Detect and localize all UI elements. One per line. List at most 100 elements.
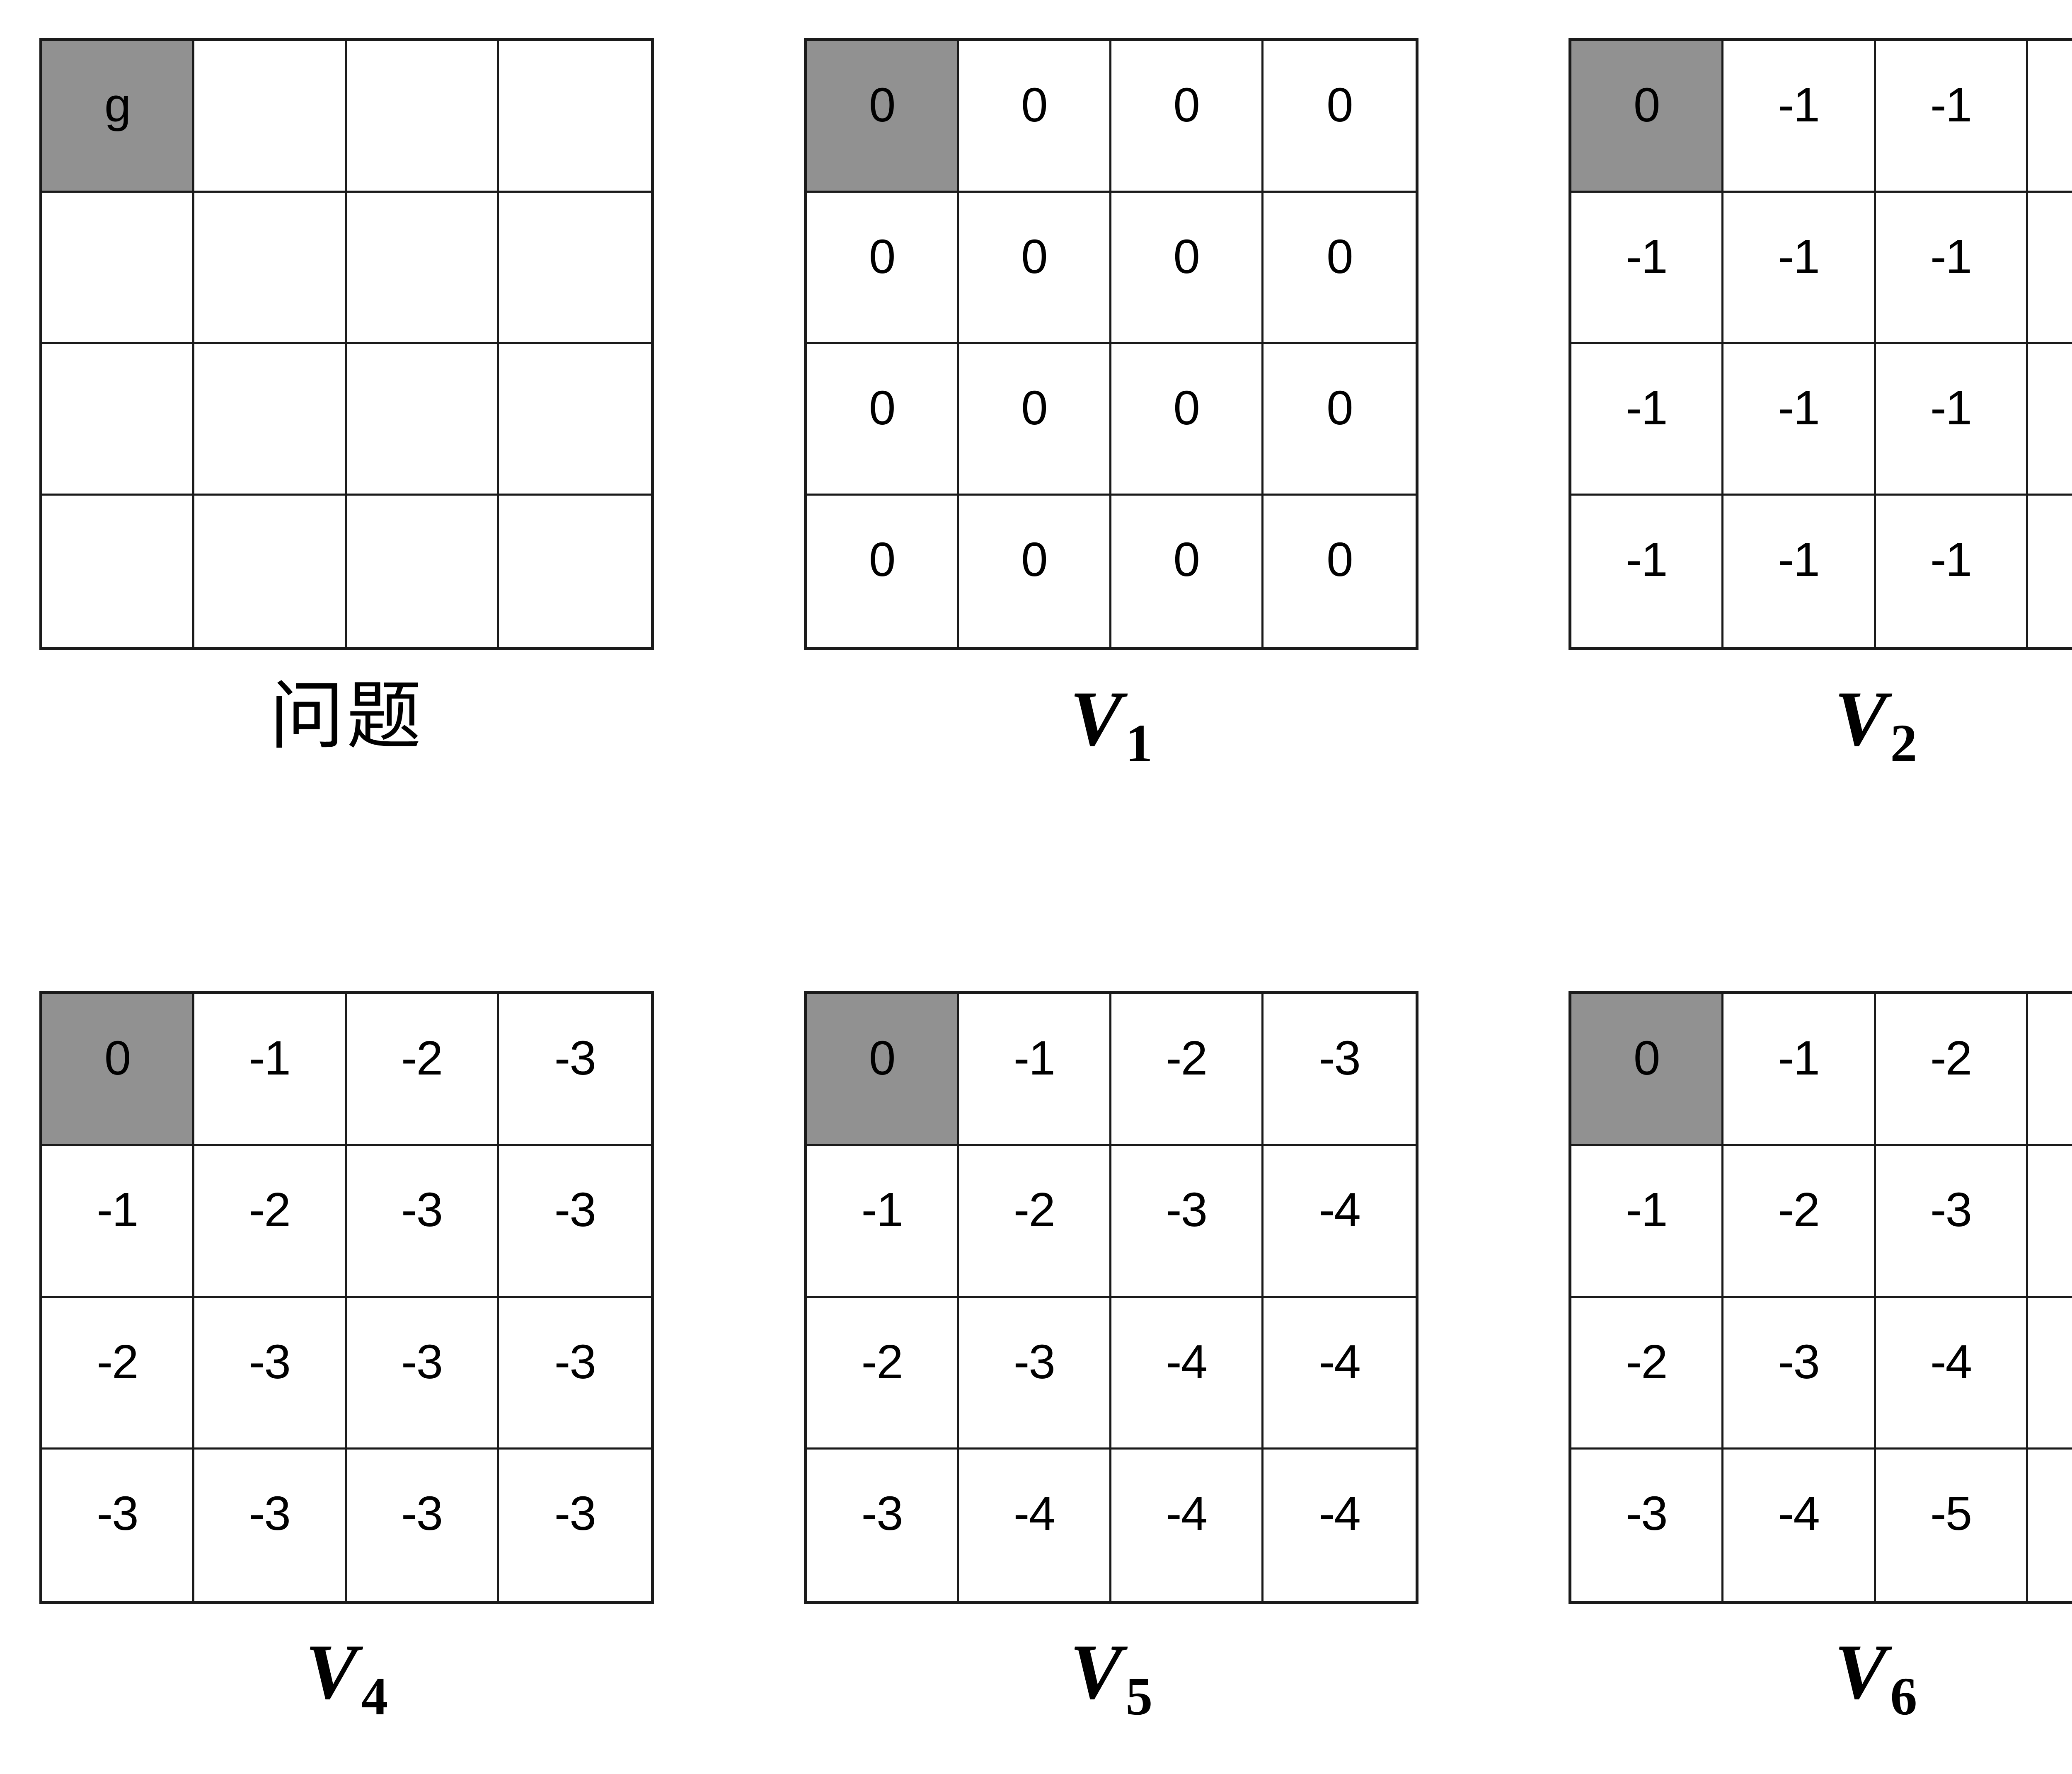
- grid-cell-r0-c2[interactable]: -2: [1876, 994, 2028, 1146]
- grid-cell-r2-c1[interactable]: -3: [959, 1297, 1111, 1450]
- grid-cell-r0-c0[interactable]: 0: [1571, 41, 1724, 193]
- grid-cell-r3-c3[interactable]: -3: [499, 1449, 651, 1601]
- grid-cell-r2-c2[interactable]: -4: [1876, 1297, 2028, 1450]
- grid-cell-r1-c2[interactable]: -3: [1876, 1146, 2028, 1298]
- grid-cell-r2-c0[interactable]: -1: [1571, 344, 1724, 496]
- grid-cell-r3-c0[interactable]: -3: [1571, 1449, 1724, 1601]
- grid-cell-r0-c0[interactable]: 0: [807, 994, 959, 1146]
- grid-cell-r0-c2[interactable]: [346, 41, 499, 193]
- caption-subscript: 5: [1126, 1667, 1153, 1726]
- grid-cell-r0-c1[interactable]: -1: [1723, 994, 1876, 1146]
- grid-cell-r1-c0[interactable]: -1: [42, 1146, 195, 1298]
- grid-cell-r1-c0[interactable]: [42, 192, 195, 344]
- grid-cell-r3-c2[interactable]: [346, 495, 499, 647]
- grid-cell-r1-c0[interactable]: -1: [1571, 192, 1724, 344]
- grid-cell-r2-c0[interactable]: 0: [807, 344, 959, 496]
- grid-cell-r3-c2[interactable]: -1: [1876, 495, 2028, 647]
- grid-cell-r0-c3[interactable]: -3: [2028, 994, 2072, 1146]
- grid-cell-r2-c1[interactable]: 0: [959, 344, 1111, 496]
- grid-cell-r2-c0[interactable]: -2: [42, 1297, 195, 1450]
- grid-cell-r2-c0[interactable]: -2: [1571, 1297, 1724, 1450]
- grid-cell-r1-c0[interactable]: -1: [1571, 1146, 1724, 1298]
- grid-cell-r0-c0[interactable]: 0: [807, 41, 959, 193]
- grid-cell-r3-c3[interactable]: 0: [1263, 495, 1416, 647]
- grid-cell-r0-c1[interactable]: -1: [959, 994, 1111, 1146]
- grid-cell-r1-c3[interactable]: -1: [2028, 192, 2072, 344]
- grid-cell-r2-c2[interactable]: 0: [1111, 344, 1264, 496]
- grid-cell-r0-c2[interactable]: -2: [1111, 994, 1264, 1146]
- grid-cell-r1-c3[interactable]: 0: [1263, 192, 1416, 344]
- grid-cell-r3-c3[interactable]: -1: [2028, 495, 2072, 647]
- grid-cell-r1-c1[interactable]: -1: [1723, 192, 1876, 344]
- grid-cell-r1-c3[interactable]: [499, 192, 651, 344]
- grid-cell-r3-c3[interactable]: -4: [1263, 1449, 1416, 1601]
- grid-cell-r2-c3[interactable]: 0: [1263, 344, 1416, 496]
- grid-cell-r2-c0[interactable]: -2: [807, 1297, 959, 1450]
- grid-cell-r2-c2[interactable]: -3: [346, 1297, 499, 1450]
- grid-cell-r3-c1[interactable]: -4: [959, 1449, 1111, 1601]
- grid-cell-r3-c3[interactable]: -5: [2028, 1449, 2072, 1601]
- grid-cell-r3-c0[interactable]: -1: [1571, 495, 1724, 647]
- grid-cell-r1-c1[interactable]: -2: [194, 1146, 347, 1298]
- grid-cell-r3-c3[interactable]: [499, 495, 651, 647]
- grid-cell-r3-c0[interactable]: -3: [807, 1449, 959, 1601]
- grid-cell-r1-c1[interactable]: -2: [959, 1146, 1111, 1298]
- grid-cell-r2-c1[interactable]: -1: [1723, 344, 1876, 496]
- grid-cell-r1-c0[interactable]: 0: [807, 192, 959, 344]
- grid-cell-r1-c0[interactable]: -1: [807, 1146, 959, 1298]
- grid-cell-r0-c3[interactable]: -3: [1263, 994, 1416, 1146]
- grid-cell-r3-c2[interactable]: -5: [1876, 1449, 2028, 1601]
- grid-cell-r3-c1[interactable]: -3: [194, 1449, 347, 1601]
- grid-cell-r1-c1[interactable]: -2: [1723, 1146, 1876, 1298]
- caption-text: 问题: [269, 675, 424, 758]
- grid-cell-r2-c3[interactable]: -5: [2028, 1297, 2072, 1450]
- grid-cell-r2-c3[interactable]: -3: [499, 1297, 651, 1450]
- grid-cell-r3-c1[interactable]: -1: [1723, 495, 1876, 647]
- grid-cell-r1-c3[interactable]: -4: [2028, 1146, 2072, 1298]
- grid-cell-r3-c2[interactable]: 0: [1111, 495, 1264, 647]
- grid-cell-r1-c2[interactable]: -3: [1111, 1146, 1264, 1298]
- grid-cell-r2-c0[interactable]: [42, 344, 195, 496]
- grid-cell-r1-c2[interactable]: 0: [1111, 192, 1264, 344]
- grid-cell-r1-c2[interactable]: -1: [1876, 192, 2028, 344]
- grid-cell-r3-c2[interactable]: -3: [346, 1449, 499, 1601]
- grid-cell-r1-c1[interactable]: 0: [959, 192, 1111, 344]
- cell-value: -1: [1930, 381, 1972, 435]
- grid-cell-r1-c3[interactable]: -3: [499, 1146, 651, 1298]
- grid-cell-r0-c3[interactable]: -3: [499, 994, 651, 1146]
- grid-cell-r2-c3[interactable]: -4: [1263, 1297, 1416, 1450]
- grid-cell-r0-c0[interactable]: 0: [42, 994, 195, 1146]
- grid-cell-r3-c1[interactable]: [194, 495, 347, 647]
- grid-cell-r2-c1[interactable]: -3: [1723, 1297, 1876, 1450]
- grid-cell-r0-c0[interactable]: g: [42, 41, 195, 193]
- grid-cell-r0-c3[interactable]: [499, 41, 651, 193]
- grid-cell-r0-c1[interactable]: [194, 41, 347, 193]
- grid-cell-r2-c2[interactable]: [346, 344, 499, 496]
- grid-cell-r3-c0[interactable]: 0: [807, 495, 959, 647]
- grid-cell-r2-c3[interactable]: [499, 344, 651, 496]
- grid-cell-r1-c1[interactable]: [194, 192, 347, 344]
- grid-cell-r1-c2[interactable]: -3: [346, 1146, 499, 1298]
- grid-cell-r0-c3[interactable]: 0: [1263, 41, 1416, 193]
- grid-cell-r3-c1[interactable]: -4: [1723, 1449, 1876, 1601]
- grid-cell-r3-c1[interactable]: 0: [959, 495, 1111, 647]
- grid-cell-r0-c1[interactable]: -1: [1723, 41, 1876, 193]
- grid-cell-r1-c2[interactable]: [346, 192, 499, 344]
- grid-cell-r0-c1[interactable]: 0: [959, 41, 1111, 193]
- grid-cell-r3-c0[interactable]: -3: [42, 1449, 195, 1601]
- grid-cell-r2-c2[interactable]: -4: [1111, 1297, 1264, 1450]
- grid-cell-r2-c3[interactable]: -1: [2028, 344, 2072, 496]
- grid-cell-r3-c0[interactable]: [42, 495, 195, 647]
- grid-cell-r2-c2[interactable]: -1: [1876, 344, 2028, 496]
- grid-cell-r2-c1[interactable]: [194, 344, 347, 496]
- grid-cell-r1-c3[interactable]: -4: [1263, 1146, 1416, 1298]
- grid-cell-r0-c1[interactable]: -1: [194, 994, 347, 1146]
- grid-cell-r0-c2[interactable]: -1: [1876, 41, 2028, 193]
- grid-cell-r3-c2[interactable]: -4: [1111, 1449, 1264, 1601]
- grid-cell-r0-c2[interactable]: -2: [346, 994, 499, 1146]
- grid-cell-r2-c1[interactable]: -3: [194, 1297, 347, 1450]
- grid-cell-r0-c0[interactable]: 0: [1571, 994, 1724, 1146]
- grid-cell-r0-c3[interactable]: -1: [2028, 41, 2072, 193]
- cell-value: -2: [1778, 1183, 1820, 1237]
- grid-cell-r0-c2[interactable]: 0: [1111, 41, 1264, 193]
